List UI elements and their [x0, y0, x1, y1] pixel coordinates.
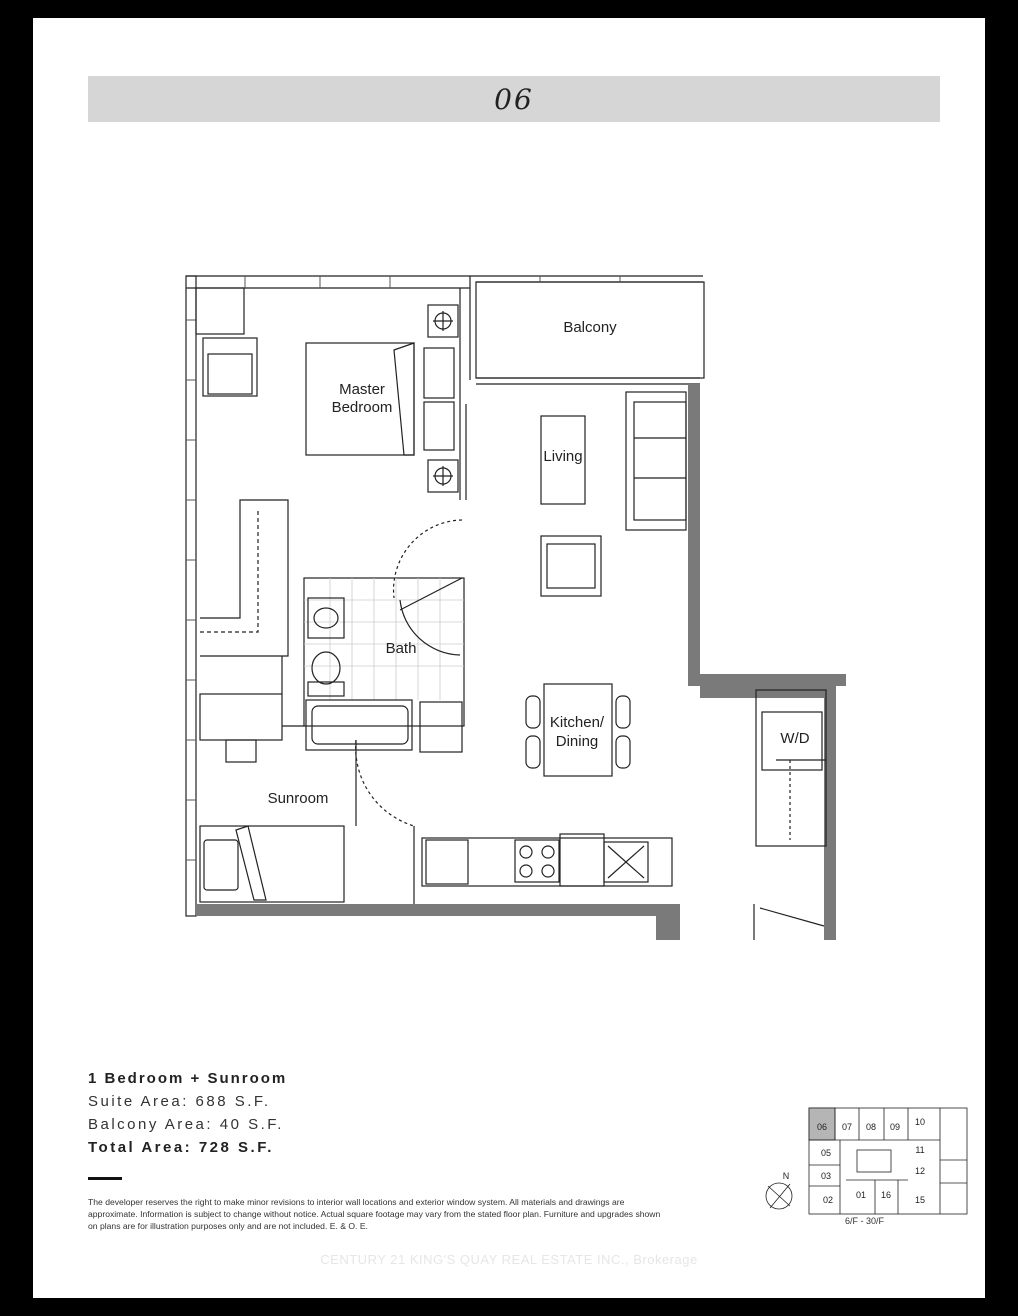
label-kitchen-line1: Kitchen/ [550, 714, 605, 731]
keyplan-unit-02: 02 [823, 1195, 833, 1205]
sunroom-bed [199, 825, 345, 903]
fridge [425, 839, 469, 885]
cooktop [514, 839, 560, 883]
label-living: Living [543, 448, 582, 465]
label-bath: Bath [386, 640, 417, 657]
keyplan-unit-05: 05 [821, 1148, 831, 1158]
dishwasher [419, 701, 463, 753]
label-kitchen-line2: Dining [556, 733, 599, 750]
coffee-table [540, 415, 586, 505]
keyplan-unit-01: 01 [856, 1190, 866, 1200]
keyplan-unit-07: 07 [842, 1122, 852, 1132]
bath-room [303, 577, 465, 727]
nightstand-bottom [427, 459, 459, 493]
label-wd: W/D [780, 730, 809, 747]
keyplan-unit-03: 03 [821, 1171, 831, 1181]
keyplan-unit-11: 11 [915, 1145, 924, 1155]
keyplan-unit-16: 16 [881, 1190, 891, 1200]
suite-area: Suite Area: 688 S.F. [88, 1093, 271, 1110]
total-area: Total Area: 728 S.F. [88, 1139, 274, 1156]
label-sunroom: Sunroom [268, 790, 329, 807]
washer-dryer [761, 711, 823, 771]
south-wall-jog [656, 904, 668, 940]
balcony-area: Balcony Area: 40 S.F. [88, 1116, 284, 1133]
suite-type: 1 Bedroom + Sunroom [88, 1070, 288, 1087]
kitchen-counter [421, 837, 673, 887]
east-wall [688, 384, 846, 940]
unit-header: 06 [88, 76, 940, 122]
keyplan-unit-06: 06 [817, 1122, 827, 1132]
floorplan-sheet [33, 18, 985, 1298]
label-master-line2: Bedroom [332, 399, 393, 416]
armchair-bedroom [202, 337, 258, 397]
keyplan-unit-10: 10 [915, 1117, 925, 1127]
wd-closet [755, 689, 827, 847]
toilet [311, 651, 341, 685]
keyplan-unit-12: 12 [915, 1166, 925, 1176]
label-balcony: Balcony [563, 319, 617, 336]
suite-info: 1 Bedroom + Sunroom Suite Area: 688 S.F.… [88, 1070, 287, 1156]
unit-number: 06 [494, 82, 534, 116]
label-master-line1: Master [339, 381, 385, 398]
living-armchair [540, 535, 602, 597]
north-label: N [783, 1171, 790, 1181]
bath-sink [307, 597, 345, 639]
divider-rule [88, 1177, 122, 1180]
dining-table [543, 683, 613, 777]
keyplan-unit-09: 09 [890, 1122, 900, 1132]
bathtub [305, 699, 413, 751]
keyplan-unit-08: 08 [866, 1122, 876, 1132]
disclaimer: The developer reserves the right to make… [88, 1197, 661, 1231]
south-wall [196, 904, 680, 940]
keyplan-unit-15: 15 [915, 1195, 925, 1205]
kitchen-sink [603, 841, 649, 883]
keyplan-floors: 6/F - 30/F [845, 1216, 885, 1226]
brokerage-watermark: CENTURY 21 KING'S QUAY REAL ESTATE INC.,… [320, 1252, 698, 1267]
nightstand-top [427, 304, 459, 338]
north-compass [765, 1182, 793, 1210]
